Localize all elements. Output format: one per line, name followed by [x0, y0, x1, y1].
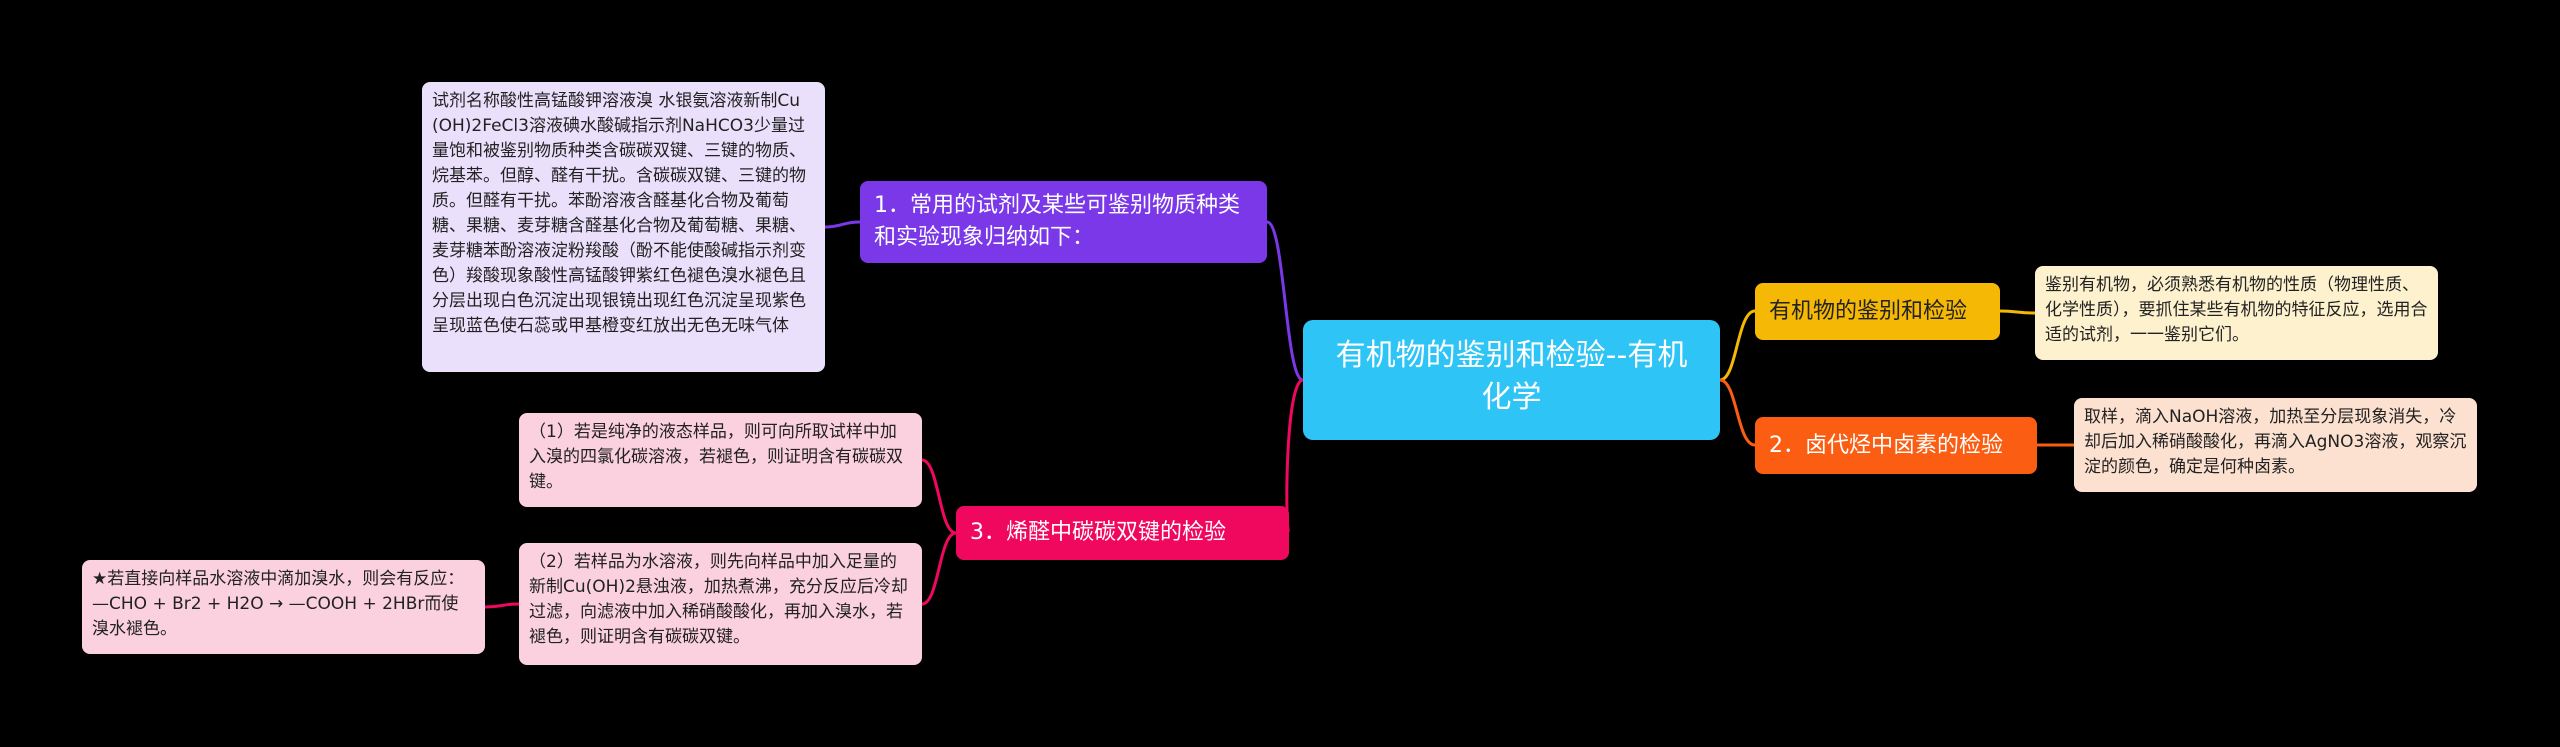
leaf-text: ★若直接向样品水溶液中滴加溴水，则会有反应：—CHO + Br2 + H2O →…: [92, 569, 465, 639]
link-root-br1: [1719, 309, 1756, 382]
branch-double-bond-test[interactable]: 3．烯醛中碳碳双键的检验: [956, 506, 1289, 560]
leaf-bromine-water-note[interactable]: ★若直接向样品水溶液中滴加溴水，则会有反应：—CHO + Br2 + H2O →…: [82, 560, 485, 654]
leaf-halogen-test-desc[interactable]: 取样，滴入NaOH溶液，加热至分层现象消失，冷却后加入稀硝酸酸化，再滴入AgNO…: [2074, 398, 2477, 492]
branch-label: 2．卤代烃中卤素的检验: [1769, 432, 2003, 458]
leaf-text: 鉴别有机物，必须熟悉有机物的性质（物理性质、化学性质），要抓住某些有机物的特征反…: [2045, 275, 2428, 345]
leaf-aqueous-sample[interactable]: （2）若样品为水溶液，则先向样品中加入足量的新制Cu(OH)2悬浊液，加热煮沸，…: [519, 543, 922, 665]
leaf-reagent-table[interactable]: 试剂名称酸性高锰酸钾溶液溴 水银氨溶液新制Cu(OH)2FeCl3溶液碘水酸碱指…: [422, 82, 825, 372]
link-root-b1: [1266, 220, 1304, 382]
leaf-identification-desc[interactable]: 鉴别有机物，必须熟悉有机物的性质（物理性质、化学性质），要抓住某些有机物的特征反…: [2035, 266, 2438, 360]
root-topic[interactable]: 有机物的鉴别和检验--有机化学: [1303, 320, 1720, 440]
link-l32-l321: [484, 602, 520, 609]
link-root-b3: [1285, 378, 1304, 535]
leaf-text: （1）若是纯净的液态样品，则可向所取试样中加入溴的四氯化碳溶液，若褪色，则证明含…: [529, 422, 903, 492]
leaf-text: （2）若样品为水溶液，则先向样品中加入足量的新制Cu(OH)2悬浊液，加热煮沸，…: [529, 552, 908, 647]
leaf-pure-liquid-sample[interactable]: （1）若是纯净的液态样品，则可向所取试样中加入溴的四氯化碳溶液，若褪色，则证明含…: [519, 413, 922, 507]
branch-common-reagents[interactable]: 1．常用的试剂及某些可鉴别物质种类和实验现象归纳如下：: [860, 181, 1267, 263]
leaf-text: 取样，滴入NaOH溶液，加热至分层现象消失，冷却后加入稀硝酸酸化，再滴入AgNO…: [2084, 407, 2467, 477]
branch-identification[interactable]: 有机物的鉴别和检验: [1755, 283, 2000, 340]
link-b3-l32: [921, 531, 957, 606]
branch-label: 有机物的鉴别和检验: [1769, 298, 1968, 324]
link-root-br2: [1719, 378, 1756, 447]
leaf-text: 试剂名称酸性高锰酸钾溶液溴 水银氨溶液新制Cu(OH)2FeCl3溶液碘水酸碱指…: [432, 91, 806, 336]
branch-label: 3．烯醛中碳碳双键的检验: [970, 520, 1226, 545]
link-b3-l31: [921, 458, 957, 535]
link-br1-lr1: [1999, 309, 2036, 315]
branch-halogen-test[interactable]: 2．卤代烃中卤素的检验: [1755, 417, 2037, 474]
link-b1-l1: [824, 220, 861, 229]
branch-label: 1．常用的试剂及某些可鉴别物质种类和实验现象归纳如下：: [874, 193, 1240, 250]
root-topic-label: 有机物的鉴别和检验--有机化学: [1335, 338, 1688, 415]
